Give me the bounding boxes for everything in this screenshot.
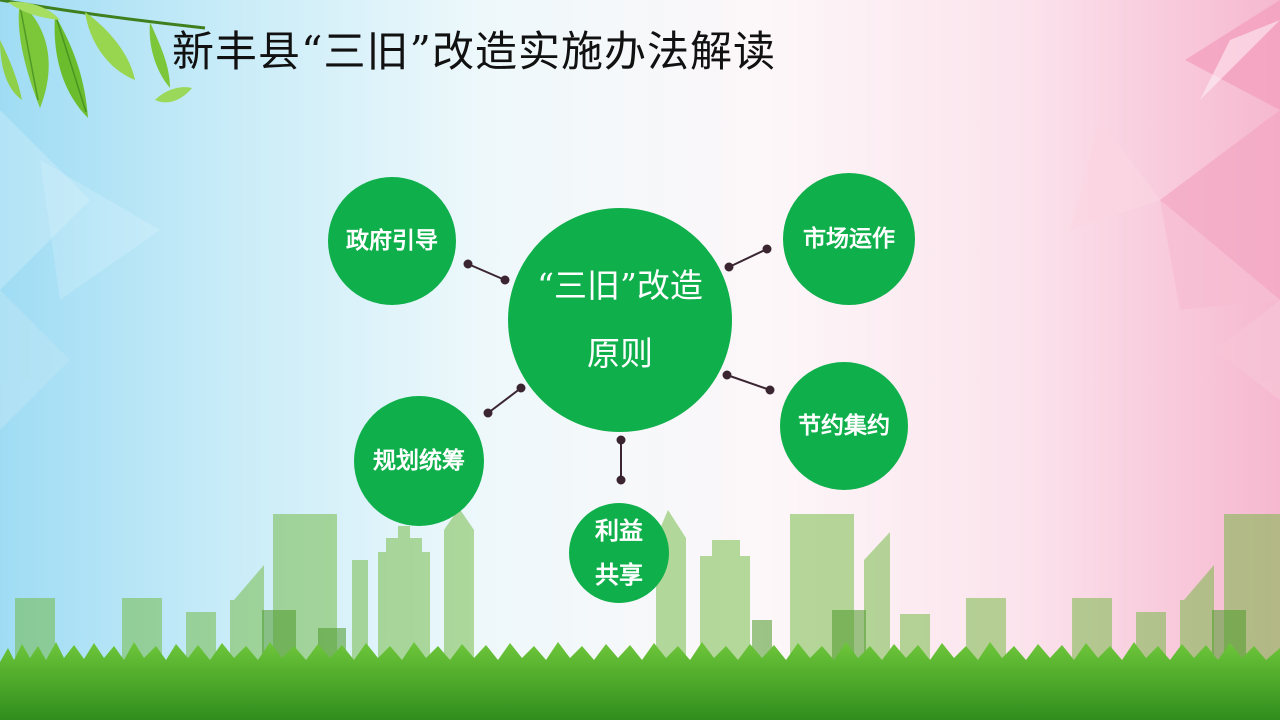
principle-label: 节约集约 (798, 413, 890, 439)
center-node-line1: “三旧”改造 (537, 266, 703, 305)
principle-label-line1: 利益 (595, 517, 643, 545)
principle-node-government-guidance: 政府引导 (328, 177, 456, 305)
principle-node-market-operation: 市场运作 (783, 173, 915, 305)
principle-label: 市场运作 (803, 226, 895, 252)
principle-node-economical-intensive: 节约集约 (780, 362, 908, 490)
principle-label-line2: 共享 (595, 561, 643, 589)
pink-triangles (1070, 0, 1280, 400)
blue-triangles (0, 110, 160, 430)
leaves-decoration (0, 0, 206, 118)
slide-title: 新丰县“三旧”改造实施办法解读 (172, 27, 776, 76)
principle-node-planning-coordination: 规划统筹 (354, 396, 484, 526)
principle-label: 规划统筹 (373, 448, 465, 474)
connector-lines (463, 244, 775, 485)
principle-label: 政府引导 (346, 228, 438, 254)
principle-node-benefit-sharing: 利益 共享 (569, 503, 669, 603)
center-node-line2: 原则 (587, 334, 653, 373)
center-principle-node: “三旧”改造 原则 (508, 208, 732, 432)
grass (0, 642, 1280, 720)
